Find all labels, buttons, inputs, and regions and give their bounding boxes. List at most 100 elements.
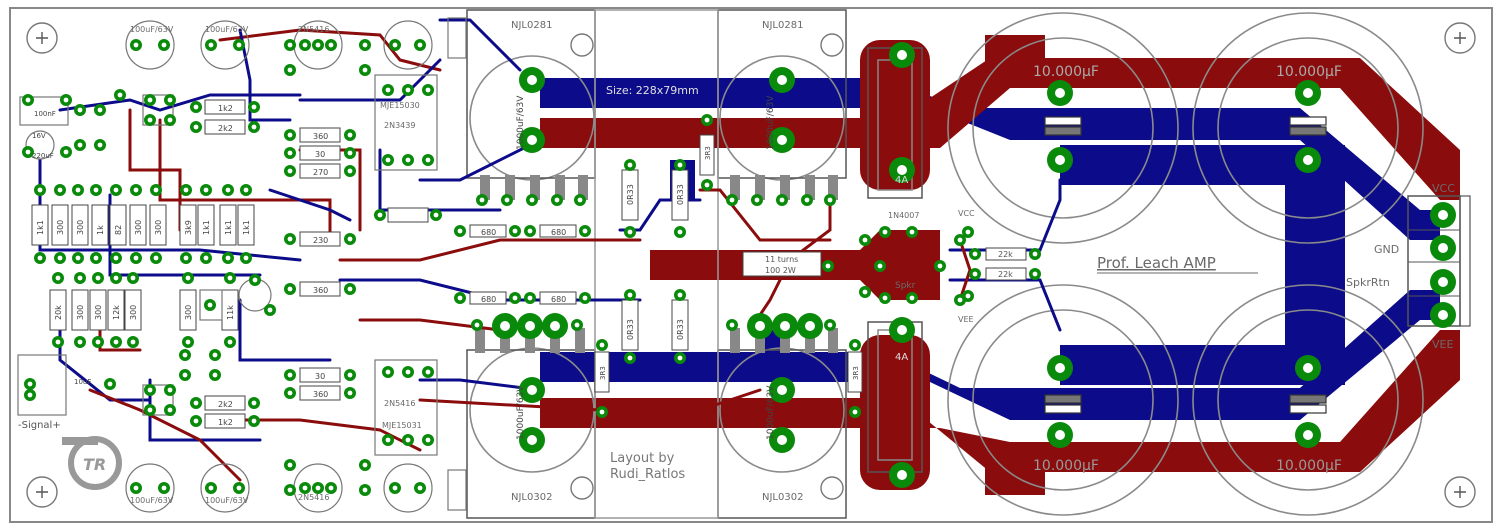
pad-hole — [755, 321, 765, 331]
pad-hole — [897, 470, 907, 480]
pad-hole — [287, 67, 293, 73]
pad-hole — [972, 251, 978, 257]
pad-hole — [392, 42, 398, 48]
pad-hole — [302, 485, 308, 491]
pad-hole — [133, 255, 139, 261]
pad-hole — [227, 275, 233, 281]
pad-hole — [433, 212, 439, 218]
pad-hole — [1303, 155, 1313, 165]
pad-hole — [287, 42, 293, 48]
fuse-label-bottom: 4A — [895, 352, 908, 363]
pad-hole — [107, 381, 113, 387]
pad-hole — [182, 352, 188, 358]
cap-label-small-top-1: 100uF/63V — [130, 25, 174, 34]
resistor-label-centre-11: 1k2 — [218, 418, 233, 427]
pad-hole — [965, 229, 971, 235]
pad-hole — [582, 295, 588, 301]
resistor-label-centre-9: 360 — [313, 390, 328, 399]
medium-cap-label: 1000uF/63V — [516, 95, 526, 150]
pad-hole — [97, 142, 103, 148]
big-cap-label-2: 10.000µF — [1276, 64, 1342, 80]
small-transistor-b: 2N5416 — [298, 493, 329, 502]
big-cap-label-1: 10.000µF — [1033, 64, 1099, 80]
cap-label-small-bottom-1: 100uF/63V — [130, 496, 174, 505]
diode-label: 1N4007 — [888, 211, 919, 220]
pad-hole — [779, 197, 785, 203]
pad-hole — [425, 157, 431, 163]
resistor-label-left-column: 82 — [114, 225, 123, 235]
pad-hole — [161, 485, 167, 491]
pad-hole — [392, 485, 398, 491]
pad-hole — [504, 197, 510, 203]
tr-logo: TR — [62, 436, 122, 490]
pad-hole — [251, 400, 257, 406]
resistor-label-lower-column: 300 — [129, 305, 138, 320]
pad-hole — [780, 321, 790, 331]
divider-label-4: 680 — [551, 295, 566, 304]
pad-hole — [185, 339, 191, 345]
pad-hole — [550, 321, 560, 331]
pad-hole — [385, 437, 391, 443]
pad-hole — [677, 162, 683, 168]
pad-hole — [208, 42, 214, 48]
pad-hole — [130, 275, 136, 281]
pad-hole — [193, 400, 199, 406]
pad-hole — [93, 187, 99, 193]
pad-hole — [1303, 363, 1313, 373]
driver-label-bottom: MJE15031 — [382, 421, 422, 430]
pad-hole — [527, 75, 537, 85]
pad-hole — [77, 107, 83, 113]
pad-hole — [25, 97, 31, 103]
pad-hole — [1438, 310, 1448, 320]
rail-label-vee: VEE — [958, 315, 974, 324]
pad-hole — [1055, 363, 1065, 373]
pad-hole — [183, 255, 189, 261]
pad-hole — [417, 42, 423, 48]
pad-hole — [877, 263, 883, 269]
pad-hole — [147, 387, 153, 393]
small-transistor-a: 2N5416 — [298, 25, 329, 34]
pad-hole — [153, 255, 159, 261]
pad-hole — [287, 372, 293, 378]
pad-hole — [457, 295, 463, 301]
resistor-label-centre-3: 360 — [313, 132, 328, 141]
pad-hole — [512, 228, 518, 234]
resistor-label-left-column: 1k1 — [224, 220, 233, 235]
pad-hole — [627, 355, 633, 361]
connector-label-vcc: VCC — [1432, 182, 1455, 195]
pad-hole — [63, 149, 69, 155]
pad-hole — [347, 236, 353, 242]
input-cap-label-2: 16V — [32, 132, 46, 140]
cap-label-small-top-2: 100uF/63V — [205, 25, 249, 34]
pad-hole — [347, 132, 353, 138]
pad-hole — [805, 321, 815, 331]
pad-hole — [147, 407, 153, 413]
signal-label: -Signal+ — [18, 420, 61, 431]
pad-hole — [777, 75, 787, 85]
medium-cap-label: 1000uF/63V — [516, 385, 526, 440]
resistor-label-centre-2: 2k2 — [218, 124, 233, 133]
pad-hole — [897, 50, 907, 60]
pad-hole — [251, 124, 257, 130]
pad-hole — [1055, 430, 1065, 440]
resistor-bodies — [31, 99, 1027, 429]
pad-hole — [479, 197, 485, 203]
mounting-holes — [26, 22, 1476, 508]
connector-label-gnd: GND — [1374, 243, 1399, 256]
pad-hole — [425, 369, 431, 375]
pad-hole — [167, 117, 173, 123]
pad-hole — [897, 165, 907, 175]
pad-hole — [347, 390, 353, 396]
resistor-label-lower-column: 300 — [94, 305, 103, 320]
input-cap-label-3: 220uF — [32, 152, 54, 160]
pad-hole — [729, 197, 735, 203]
pad-hole — [474, 322, 480, 328]
resistor-label-lower-column: 20k — [54, 305, 63, 320]
pad-hole — [804, 197, 810, 203]
pad-hole — [729, 322, 735, 328]
resistor-label-left-column: 300 — [154, 220, 163, 235]
resistor-label-lower-column: 12k — [112, 305, 121, 320]
pad-hole — [599, 342, 605, 348]
pad-hole — [95, 339, 101, 345]
size-label: Size: 228x79mm — [606, 84, 699, 97]
